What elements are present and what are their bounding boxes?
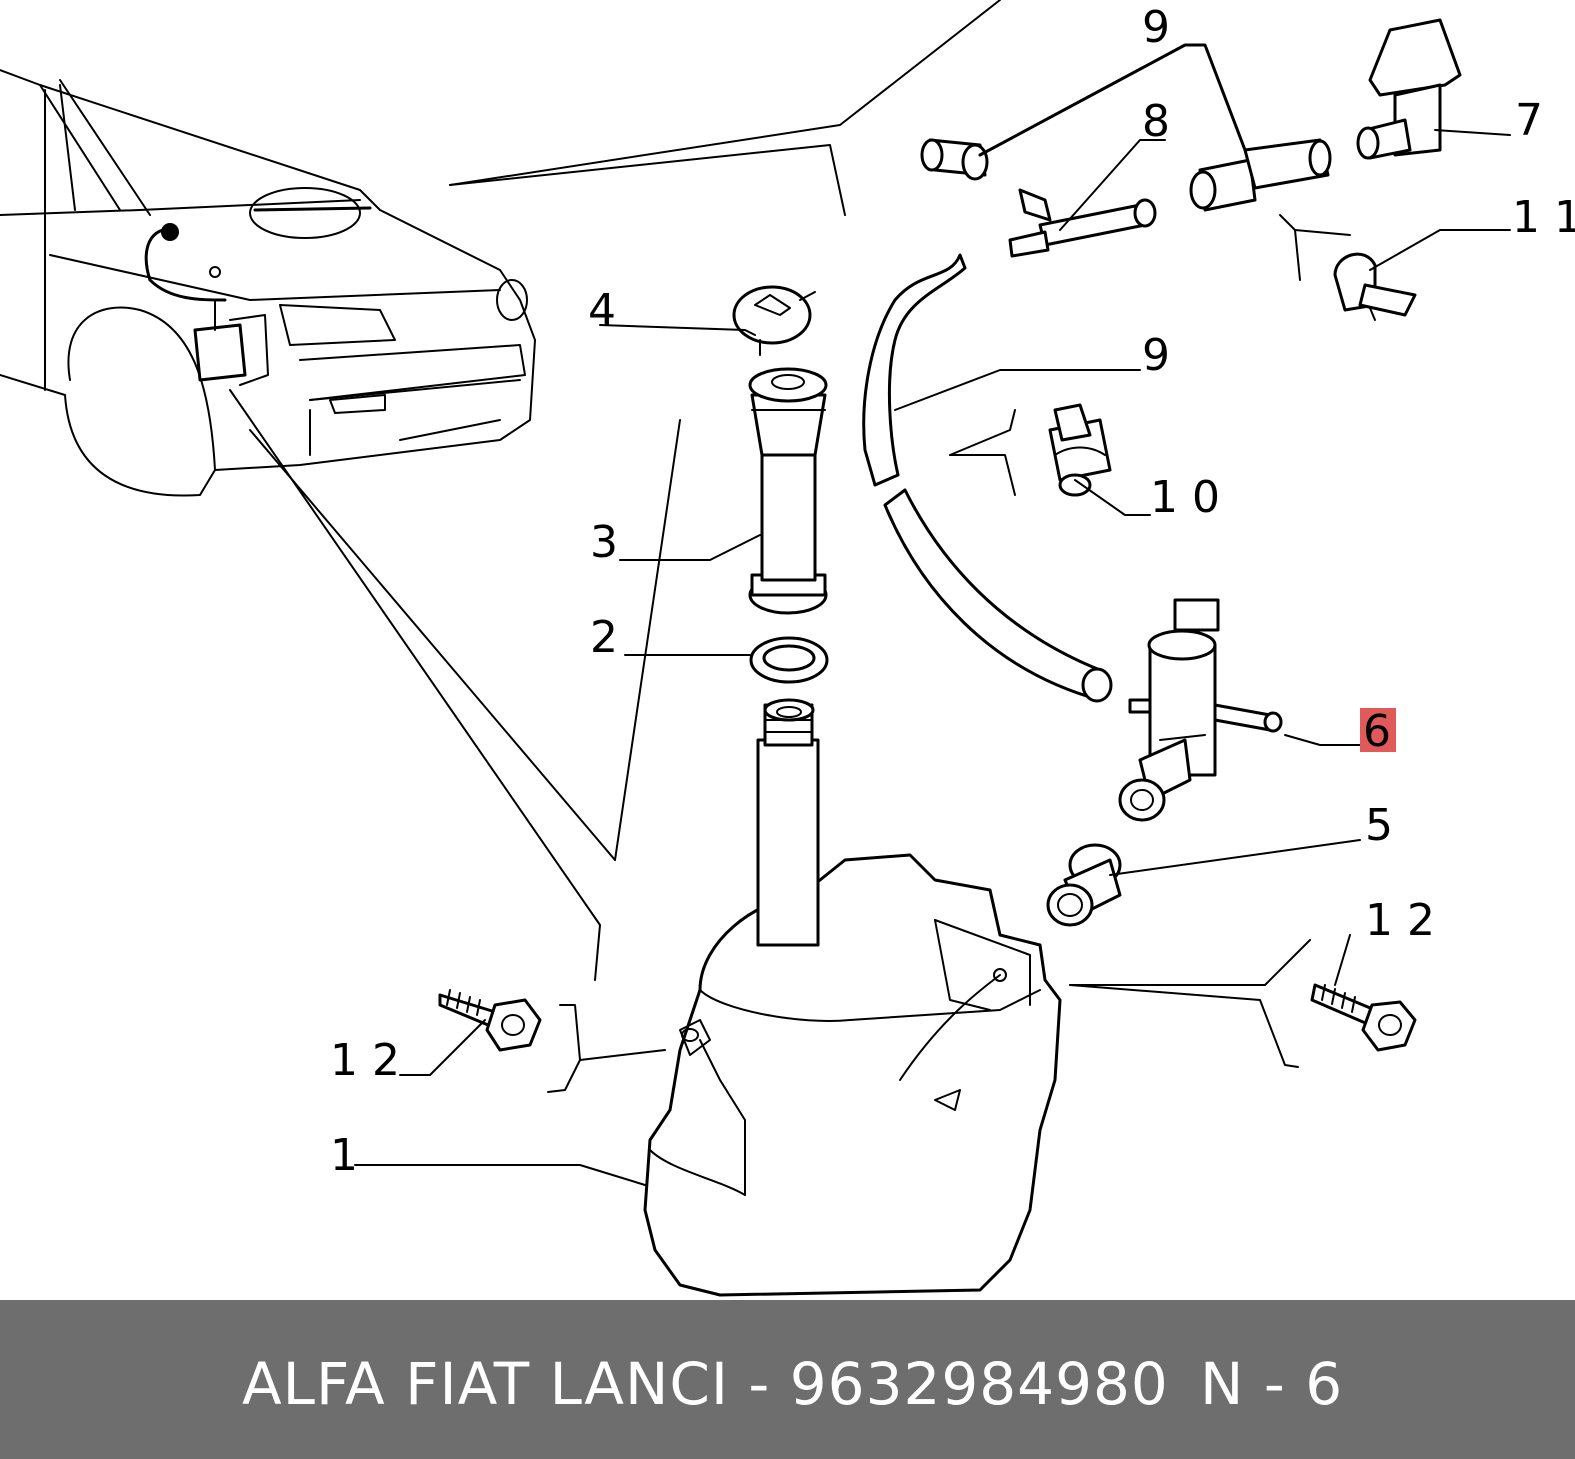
- hose-clamp-part-11: [1333, 252, 1417, 321]
- callout-11: 1 1: [1512, 192, 1575, 243]
- grommet-part-5: [1046, 843, 1122, 927]
- callout-7: 7: [1515, 95, 1543, 146]
- washer-reservoir-tank: [643, 853, 1062, 1297]
- callout-4: 4: [588, 285, 616, 336]
- hose-clip-part-10: [1048, 403, 1112, 497]
- callout-12-left: 1 2: [330, 1035, 400, 1086]
- callout-3: 3: [590, 517, 618, 568]
- tee-connector-part-9-right: [1189, 138, 1332, 212]
- washer-jet-part-7: [1356, 18, 1462, 160]
- seal-ring-part-2: [749, 636, 829, 684]
- callout-5: 5: [1365, 800, 1393, 851]
- filler-pipe-part-3: [748, 367, 828, 615]
- bolt-part-12-right: [1310, 983, 1417, 1052]
- callout-10: 1 0: [1150, 472, 1220, 523]
- hose-connector-part-8: [1008, 188, 1157, 258]
- washer-hose-part-9: [862, 253, 1113, 703]
- reservoir-cap-part-4: [732, 285, 816, 356]
- car-front-illustration: [0, 69, 536, 497]
- callout-1: 1: [330, 1130, 358, 1181]
- callout-9-top: 9: [1142, 2, 1170, 53]
- diagram-reference: N - 6: [1200, 1350, 1344, 1418]
- callout-9-middle: 9: [1142, 330, 1170, 381]
- callout-6-highlight: [1360, 708, 1396, 752]
- hose-connector-part-9-left: [920, 138, 989, 181]
- leader-lines: [229, 0, 1511, 1186]
- callout-8: 8: [1142, 96, 1170, 147]
- filler-neck-tube: [756, 698, 820, 947]
- callout-labels: 1 2 3 4 5 6 7 8 9 9 1 0 1 1 1 2 1 2: [330, 2, 1575, 1181]
- callout-12-right: 1 2: [1365, 895, 1435, 946]
- bolt-part-12-left: [438, 989, 542, 1052]
- caption-bar: ALFA FIAT LANCI - 9632984980 N - 6: [0, 1300, 1575, 1459]
- callout-6: 6: [1363, 706, 1391, 757]
- parts-diagram: 1 2 3 4 5 6 7 8 9 9 1 0 1 1 1 2 1 2: [0, 0, 1575, 1297]
- callout-2: 2: [590, 612, 618, 663]
- washer-pump-part-6: [1118, 598, 1283, 822]
- part-caption: ALFA FIAT LANCI - 9632984980: [242, 1350, 1169, 1418]
